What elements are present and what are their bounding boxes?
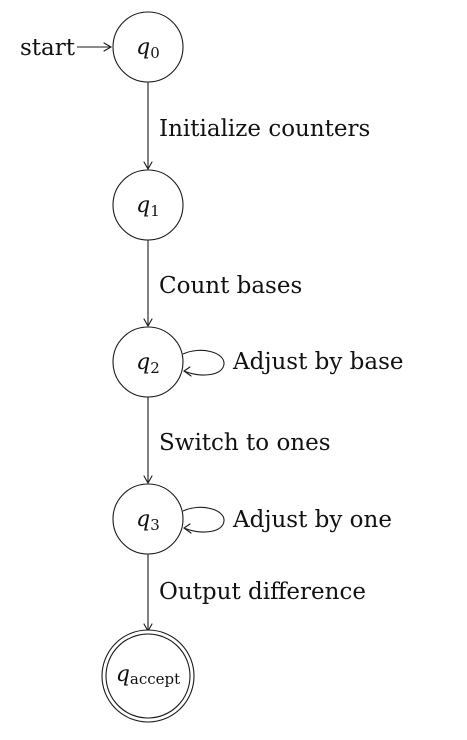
self-loop-q3 bbox=[182, 506, 225, 533]
edge-label-output-difference: Output difference bbox=[159, 579, 366, 605]
svg-text:qaccept: qaccept bbox=[116, 662, 180, 688]
edge-q1-q2-arrowhead bbox=[143, 318, 153, 328]
edge-q0-q1-arrowhead bbox=[143, 161, 153, 171]
edge-label-switch-ones: Switch to ones bbox=[159, 430, 331, 456]
edge-label-adjust-one: Adjust by one bbox=[232, 507, 392, 533]
self-loop-q3-arrowhead bbox=[183, 523, 192, 534]
svg-text:q3: q3 bbox=[136, 507, 160, 534]
self-loop-q2-arrowhead bbox=[183, 366, 192, 377]
edge-q2-q3-arrowhead bbox=[143, 475, 153, 485]
state-q1: q1 bbox=[112, 169, 184, 241]
self-loop-q2 bbox=[182, 349, 225, 376]
edge-label-adjust-base: Adjust by base bbox=[232, 349, 404, 375]
state-qaccept: qaccept bbox=[101, 629, 195, 723]
state-q3: q3 bbox=[112, 483, 184, 555]
svg-text:q1: q1 bbox=[136, 193, 160, 220]
state-q2: q2 bbox=[112, 326, 184, 398]
edge-label-count-bases: Count bases bbox=[159, 273, 302, 299]
start-arrowhead bbox=[103, 42, 113, 52]
svg-text:q2: q2 bbox=[136, 350, 160, 377]
svg-text:q0: q0 bbox=[136, 35, 160, 62]
start-label: start bbox=[20, 35, 76, 61]
edge-label-initialize: Initialize counters bbox=[159, 116, 370, 142]
state-q0: q0 bbox=[112, 11, 184, 83]
